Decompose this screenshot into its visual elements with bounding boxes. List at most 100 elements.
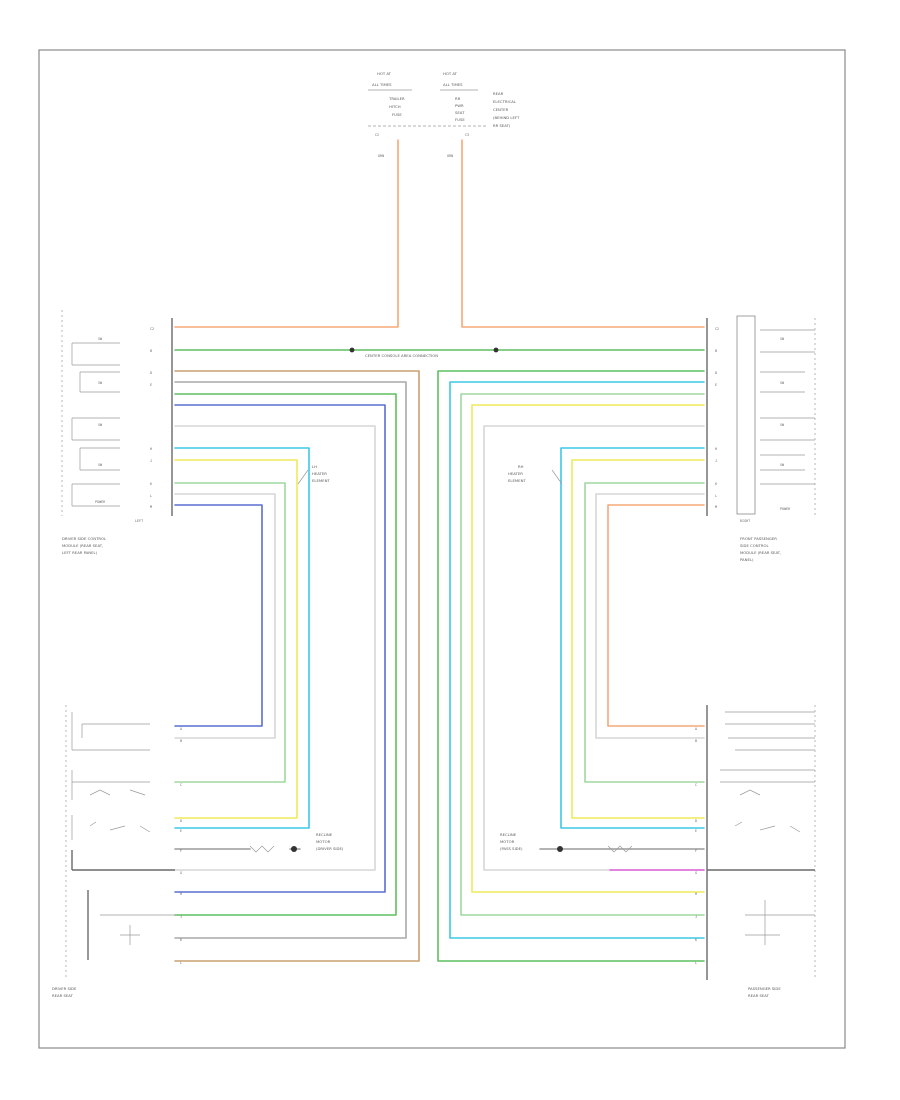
svg-text:C2: C2 [150,327,154,331]
svg-text:H: H [715,447,717,451]
fuse-right-name-4: FUSE [455,117,465,122]
svg-text:E: E [715,383,717,387]
right-module-label-1: FRONT PASSENGER [740,536,777,541]
svg-text:F: F [180,849,182,853]
fuse-left-name-2: HITCH [389,104,401,109]
right-motor-label-2: MOTOR [500,839,515,844]
svg-text:RIGHT: RIGHT [740,519,750,523]
left-heater-label-1: LH [312,464,317,469]
left-seat-label-1: DRIVER SIDE [52,986,77,991]
left-module-label-1: DRIVER SIDE CONTROL [62,536,107,541]
left-module-label-3: LEFT REAR PANEL) [62,550,98,555]
fuse-left-name-3: FUSE [392,112,402,117]
fuse-block-name-2: ELECTRICAL [493,99,517,104]
fuse-left-header-1: HOT AT [377,71,392,76]
svg-text:L: L [715,494,717,498]
fuse-left-name-1: TRAILER [388,96,405,101]
svg-text:C: C [695,783,697,787]
svg-text:J: J [715,459,717,463]
right-rear-seat: AB CD EF GH JK L RECLINE MOTOR (PASS SID… [500,705,816,998]
rear-electrical-center: HOT AT ALL TIMES HOT AT ALL TIMES TRAILE… [368,71,520,158]
fuse-right-name-3: SEAT [455,110,465,115]
right-motor-label-3: (PASS SIDE) [500,846,523,851]
svg-text:K: K [715,482,718,486]
svg-text:G: G [180,871,182,875]
svg-text:ORN: ORN [378,154,384,158]
right-motor-label-1: RECLINE [500,832,517,837]
left-motor-label-2: MOTOR [316,839,331,844]
fuse-right-name-1: RR [455,96,461,101]
svg-text:D: D [695,819,697,823]
right-module-label-2: SIDE CONTROL [740,543,769,548]
svg-text:SW: SW [98,423,103,427]
svg-text:POWER: POWER [780,507,791,511]
svg-text:POWER: POWER [95,500,106,504]
svg-text:D: D [715,371,717,375]
svg-text:B: B [715,349,717,353]
svg-text:SW: SW [98,381,103,385]
svg-text:J: J [150,459,152,463]
svg-text:C: C [180,783,182,787]
svg-text:SW: SW [780,463,785,467]
fuse-right-name-2: PWR [455,103,464,108]
svg-text:A: A [180,727,182,731]
svg-text:ORN: ORN [447,154,453,158]
svg-text:D: D [180,819,182,823]
diagram-frame [38,49,846,1049]
svg-text:J: J [695,915,697,919]
svg-text:SW: SW [780,337,785,341]
fuse-right-header-1: HOT AT [443,71,458,76]
svg-text:SW: SW [780,381,785,385]
svg-text:G: G [695,871,697,875]
right-heater-label-2: HEATER [508,471,523,476]
svg-text:SW: SW [98,337,103,341]
fuse-block-name-4: (BEHIND LEFT [493,115,520,120]
svg-text:H: H [180,892,182,896]
left-motor-label-1: RECLINE [316,832,333,837]
svg-text:B: B [150,349,152,353]
svg-text:B: B [695,739,697,743]
svg-text:K: K [150,482,153,486]
left-rear-seat: AB CD EF GH JK L RECLINE MOTOR (DRIVER S… [52,705,344,998]
center-connection-label: CENTER CONSOLE AREA CONNECTION [365,353,438,358]
right-control-module: SW SW SW SW POWER C2B D E H J K L M RIGHT FRO… [706,315,816,562]
svg-text:L: L [695,961,697,965]
svg-text:H: H [150,447,152,451]
fuse-block-name-1: REAR [493,91,504,96]
svg-text:C3: C3 [465,133,469,137]
left-heater-element: LH HEATER ELEMENT [297,464,330,485]
left-seat-label-2: REAR SEAT [52,993,74,998]
fuse-block-name-3: CENTER [493,107,509,112]
svg-text:C2: C2 [375,133,379,137]
svg-text:SW: SW [780,423,785,427]
svg-text:L: L [180,961,182,965]
svg-text:F: F [695,849,697,853]
svg-text:H: H [695,892,697,896]
fuse-right-header-2: ALL TIMES [443,82,463,87]
fuse-block-name-5: RR SEAT) [493,123,511,128]
fuse-left-header-2: ALL TIMES [372,82,392,87]
right-module-label-4: PANEL) [740,557,754,562]
svg-text:D: D [150,371,152,375]
svg-text:M: M [150,505,152,509]
svg-text:K: K [695,938,698,942]
left-heater-label-3: ELEMENT [312,478,330,483]
svg-text:L: L [150,494,152,498]
svg-text:K: K [180,938,183,942]
svg-text:M: M [715,505,717,509]
left-heater-label-2: HEATER [312,471,327,476]
svg-text:B: B [180,739,182,743]
left-module-label-2: MODULE (REAR SEAT, [62,543,103,548]
right-module-switch-group: SW SW SW SW POWER [760,329,815,511]
svg-text:J: J [180,915,182,919]
wire-harness [174,139,705,962]
right-heater-element: RH HEATER ELEMENT [508,464,563,485]
svg-text:A: A [695,727,697,731]
right-seat-label-1: PASSENGER SIDE [748,986,781,991]
svg-text:LEFT: LEFT [135,519,143,523]
right-heater-label-1: RH [518,464,524,469]
svg-text:C2: C2 [715,327,719,331]
